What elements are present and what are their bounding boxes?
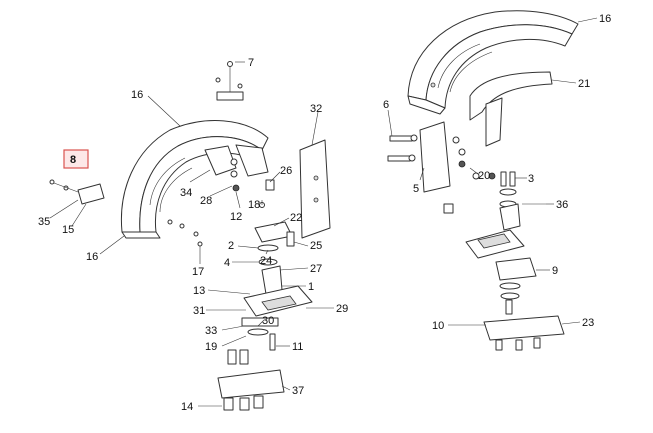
callout-13: 13 xyxy=(193,285,205,297)
callout-35: 35 xyxy=(38,216,50,228)
top-bracket xyxy=(215,61,244,101)
callout-27: 27 xyxy=(310,263,322,275)
right-leader-lines xyxy=(387,17,598,326)
left-leader-lines xyxy=(49,61,334,407)
side-plate xyxy=(299,139,331,239)
callout-36: 36 xyxy=(556,199,568,211)
fender-strut-right xyxy=(469,71,553,121)
fender-bolts xyxy=(167,219,203,247)
callout-8-highlight[interactable]: 8 xyxy=(63,149,89,169)
hardware-right xyxy=(452,136,496,180)
callout-30: 30 xyxy=(262,315,274,327)
callout-33: 33 xyxy=(205,325,217,337)
callout-18: 18 xyxy=(248,199,260,211)
lower-clamp-right xyxy=(483,315,565,351)
callout-11: 11 xyxy=(292,341,303,353)
right-assembly xyxy=(387,10,598,351)
callout-15: 15 xyxy=(62,224,74,236)
callout-32: 32 xyxy=(310,103,322,115)
callout-5: 5 xyxy=(413,183,419,195)
callout-20: 20 xyxy=(478,170,490,182)
callout-22: 22 xyxy=(290,212,302,224)
fender-strut xyxy=(204,145,237,176)
left-assembly xyxy=(49,61,334,411)
callout-23: 23 xyxy=(582,317,594,329)
callout-7: 7 xyxy=(248,57,254,69)
steering-stem xyxy=(241,221,313,351)
callout-29: 29 xyxy=(336,303,348,315)
highlight-box xyxy=(63,149,89,169)
callout-28: 28 xyxy=(200,195,212,207)
callout-8[interactable]: 8 xyxy=(70,154,76,166)
callout-3: 3 xyxy=(528,173,534,185)
fender-strut-rear xyxy=(235,144,269,177)
lower-clamp xyxy=(217,349,285,411)
callout-9: 9 xyxy=(552,265,558,277)
callout-19: 19 xyxy=(205,341,217,353)
steering-stem-right xyxy=(465,171,546,315)
strut-arm xyxy=(485,97,503,147)
callout-17: 17 xyxy=(192,266,204,278)
rear-fender xyxy=(407,10,579,115)
side-bracket xyxy=(49,179,105,205)
callout-26: 26 xyxy=(280,165,292,177)
callout-14: 14 xyxy=(181,401,193,413)
callout-25: 25 xyxy=(310,240,322,252)
callout-31: 31 xyxy=(193,305,205,317)
callout-16-right: 16 xyxy=(599,13,611,25)
callout-34: 34 xyxy=(180,187,192,199)
callout-6: 6 xyxy=(383,99,389,111)
callout-labels: 16 7 32 8 34 28 26 12 18 35 15 22 2 25 2… xyxy=(38,13,611,413)
callout-12: 12 xyxy=(230,211,242,223)
callout-16-lower: 16 xyxy=(86,251,98,263)
mount-plate xyxy=(387,121,454,214)
callout-16: 16 xyxy=(131,89,143,101)
callout-37: 37 xyxy=(292,385,304,397)
callout-10: 10 xyxy=(432,320,444,332)
callout-4: 4 xyxy=(224,257,230,269)
callout-1: 1 xyxy=(308,281,314,293)
callout-2: 2 xyxy=(228,240,234,252)
hardware-column xyxy=(230,158,275,208)
callout-24: 24 xyxy=(260,255,272,267)
callout-21: 21 xyxy=(578,78,590,90)
